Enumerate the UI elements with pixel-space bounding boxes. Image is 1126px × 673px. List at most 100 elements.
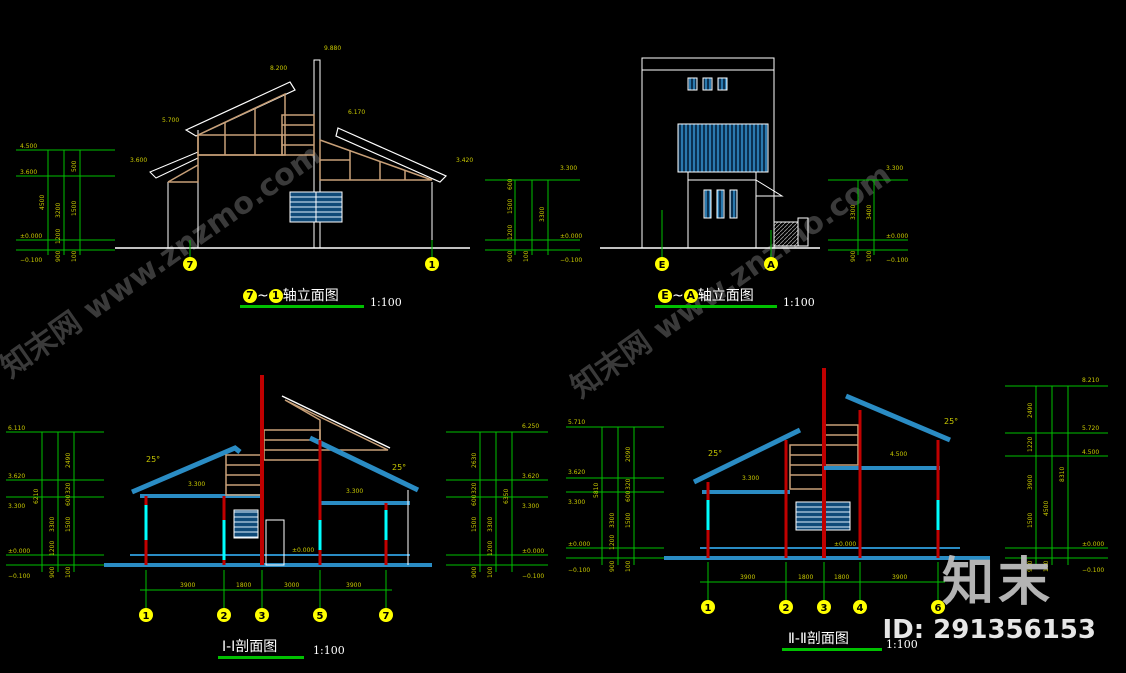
dim-text: 1500 [1027, 513, 1034, 528]
dim-text: 6.110 [8, 425, 25, 432]
slope-text: 25° [708, 449, 722, 458]
axis-bubble: 2 [783, 603, 790, 614]
dim-text: 1500 [625, 513, 632, 528]
title-separator: ~ [672, 288, 684, 304]
level-text: ±0.000 [834, 541, 856, 548]
dim-text: 100 [625, 560, 632, 572]
dim-text: 600 [625, 490, 632, 502]
elevation-tag: 5.700 [162, 117, 179, 124]
level-text: 4.500 [890, 451, 907, 458]
dim-text: 2630 [471, 453, 478, 468]
dim-text: −0.100 [20, 257, 42, 264]
dim-text: −0.100 [1082, 567, 1104, 574]
id-watermark: ID: 291356153 [882, 615, 1096, 645]
title-underline [782, 648, 882, 651]
dim-text: 100 [65, 566, 72, 578]
title-axis-bubble: 1 [268, 289, 283, 303]
span-text: 3000 [284, 582, 299, 589]
title-text: 轴立面图 [697, 288, 754, 304]
span-text: 1800 [834, 574, 849, 581]
dim-text: 600 [471, 494, 478, 506]
dim-text: 3.300 [8, 503, 25, 510]
axis-bubble: A [767, 260, 775, 271]
dim-text: 3200 [55, 203, 62, 218]
scale-label: 1:100 [886, 638, 918, 651]
dim-text: 320 [471, 482, 478, 494]
level-text: 3.300 [346, 488, 363, 495]
dim-text: 2090 [625, 447, 632, 462]
axis-bubble: 4 [857, 603, 864, 614]
dim-text: 900 [1027, 560, 1034, 572]
dim-text: 100 [487, 566, 494, 578]
dim-text: 1500 [65, 517, 72, 532]
scale-label: 1:100 [370, 296, 402, 309]
dim-text: 4500 [39, 195, 46, 210]
title-separator: ~ [257, 288, 269, 304]
elevation-tag: 3.420 [456, 157, 473, 164]
dim-text: 900 [850, 250, 857, 262]
title-text: 轴立面图 [282, 288, 339, 304]
axis-bubble: 7 [187, 260, 194, 271]
dim-text: 320 [625, 478, 632, 490]
dim-text: 5.720 [1082, 425, 1099, 432]
dim-text: 100 [1043, 560, 1050, 572]
dim-text: 2490 [1027, 403, 1034, 418]
span-text: 1800 [798, 574, 813, 581]
dim-text: 5810 [593, 483, 600, 498]
title-axis-bubble: E [658, 289, 672, 303]
dim-text: 6.250 [522, 423, 539, 430]
level-text: ±0.000 [292, 547, 314, 554]
axis-bubble: 6 [935, 603, 942, 614]
dim-text: −0.100 [560, 257, 582, 264]
scale-label: 1:100 [783, 296, 815, 309]
dim-text: 1500 [471, 517, 478, 532]
span-text: 3900 [180, 582, 195, 589]
dim-text: 1200 [55, 229, 62, 244]
title-axis-bubble: A [683, 289, 698, 303]
dim-text: 3.300 [886, 165, 903, 172]
dim-text: 100 [523, 250, 530, 262]
elevation-tag: 8.200 [270, 65, 287, 72]
dim-text: 3.600 [20, 169, 37, 176]
title-underline [218, 656, 304, 659]
dim-text: 3300 [487, 517, 494, 532]
dim-text: 900 [471, 566, 478, 578]
dim-text: 600 [65, 494, 72, 506]
title-axis-bubble: 7 [243, 289, 257, 303]
span-text: 1800 [236, 582, 251, 589]
dim-text: −0.100 [568, 567, 590, 574]
axis-bubble: 1 [705, 603, 712, 614]
span-text: 3900 [892, 574, 907, 581]
axis-bubble: 3 [821, 603, 828, 614]
dim-text: 900 [49, 566, 56, 578]
elevation-tag: 6.170 [348, 109, 365, 116]
dim-text: ±0.000 [568, 541, 590, 548]
dim-text: 3.620 [568, 469, 585, 476]
dim-text: 3400 [866, 205, 873, 220]
section-2-2-drawing: 3.300 4.500 ±0.000 25° 25° 3900 1800 180… [566, 368, 1108, 614]
dim-text: 3300 [609, 513, 616, 528]
dim-text: 8310 [1059, 467, 1066, 482]
axis-bubble: 5 [317, 611, 324, 622]
span-text: 3900 [740, 574, 755, 581]
axis-bubble: 1 [143, 611, 150, 622]
axis-bubble: 7 [383, 611, 390, 622]
dim-text: 1200 [507, 225, 514, 240]
dim-text: 2490 [65, 453, 72, 468]
dim-text: 3.620 [8, 473, 25, 480]
dim-text: 8.210 [1082, 377, 1099, 384]
dim-text: 900 [507, 250, 514, 262]
section-1-1-drawing: 3.300 3.300 ±0.000 25° 25° 3900 1800 300… [6, 375, 548, 622]
dim-text: 600 [507, 178, 514, 190]
dim-text: 4.500 [20, 143, 37, 150]
dim-text: 1500 [71, 201, 78, 216]
dim-text: 4.500 [1082, 449, 1099, 456]
dim-text: 100 [866, 250, 873, 262]
dim-text: 3300 [539, 207, 546, 222]
elevation-E-A-drawing: E A 3.300 ±0.000 −0.100 3300 3400 900 10… [600, 57, 908, 271]
slope-text: 25° [146, 455, 160, 464]
dim-text: 3300 [49, 517, 56, 532]
dim-text: ±0.000 [560, 233, 582, 240]
